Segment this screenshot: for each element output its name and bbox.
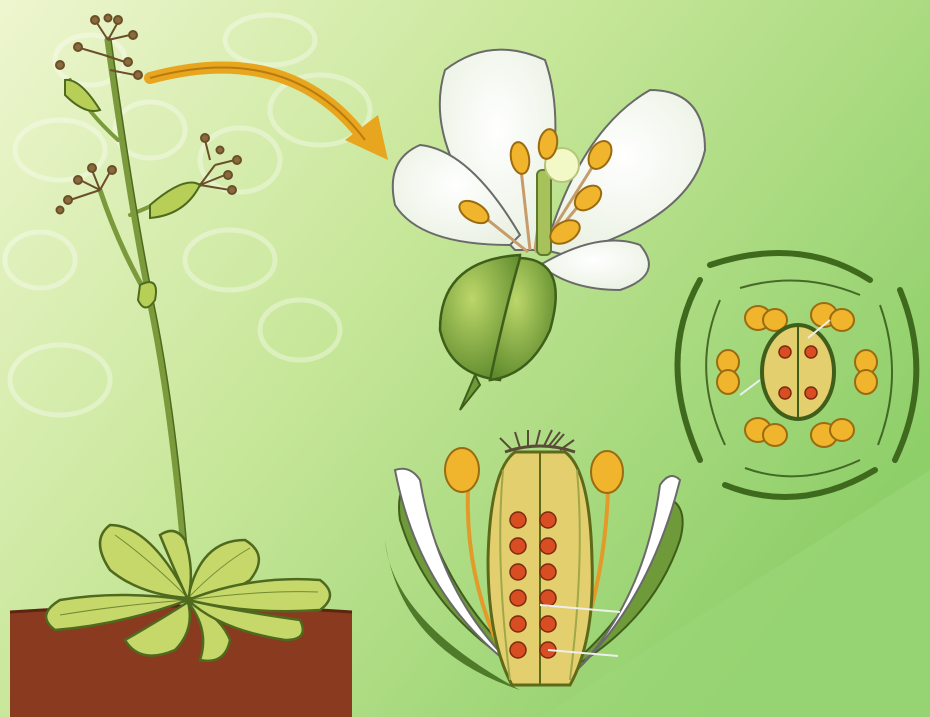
stem-leaf bbox=[138, 282, 156, 307]
section-anther bbox=[591, 451, 623, 493]
section-anther bbox=[445, 448, 479, 492]
